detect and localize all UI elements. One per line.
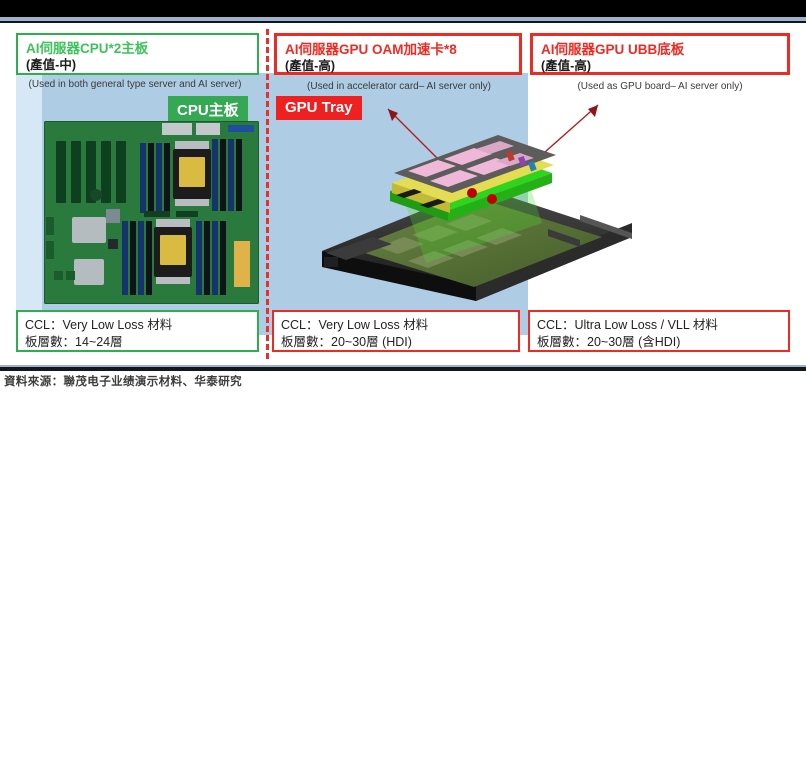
anchor-dot-left [467,188,477,198]
panels-area: AI伺服器CPU*2主板 (產值-中) (Used in both genera… [4,25,802,363]
column-3-caption: (Used as GPU board– AI server only) [577,81,743,92]
bottom-rule-accent-line [0,365,806,367]
column-2-ccl-layers: 板層數：20~30層 (HDI) [281,335,412,350]
column-3-title-line2: (產值-高) [541,59,591,74]
column-2-tag-gpu-tray: GPU Tray [276,96,362,120]
column-2-title-box: AI伺服器GPU OAM加速卡*8 (產值-高) [274,33,522,75]
column-2-title-line1: AI伺服器GPU OAM加速卡*8 [285,42,457,57]
figure-container: AI伺服器CPU*2主板 (產值-中) (Used in both genera… [0,0,806,388]
gpu-tray-image [280,87,660,305]
column-divider-dashed [266,29,269,359]
gpu-tray-illustration [322,104,632,301]
motherboard-image [44,121,259,304]
column-2-caption: (Used in accelerator card– AI server onl… [307,81,491,92]
column-1-title-box: AI伺服器CPU*2主板 (產值-中) [16,33,259,75]
column-1-title-line1: AI伺服器CPU*2主板 [26,41,149,56]
column-3-ccl-material: CCL：Ultra Low Loss / VLL 材料 [537,318,718,332]
column-1-title-line2: (產值-中) [26,58,76,73]
column-1-tag-cpu-mainboard: CPU主板 [168,96,248,124]
column-3-ccl-layers: 板層數：20~30層 (含HDI) [537,335,681,350]
column-3-title-box: AI伺服器GPU UBB底板 (產值-高) [530,33,790,75]
column-2-ccl-box: CCL：Very Low Loss 材料 板層數：20~30層 (HDI) [272,310,520,352]
column-3-title-line1: AI伺服器GPU UBB底板 [541,42,685,57]
column-1-caption: (Used in both general type server and AI… [28,79,242,90]
figure-bottom-rule [0,365,806,371]
left-panel-light-background [16,73,44,335]
column-3-ccl-box: CCL：Ultra Low Loss / VLL 材料 板層數：20~30層 (… [528,310,790,352]
column-1-ccl-box: CCL：Very Low Loss 材料 板層數：14~24層 [16,310,259,352]
column-2-title-line2: (產值-高) [285,59,335,74]
source-attribution: 資料來源：聯茂电子业绩演示材料、华泰研究 [4,374,242,388]
figure-top-rule [0,0,806,23]
column-2-ccl-material: CCL：Very Low Loss 材料 [281,318,429,332]
top-rule-accent-line [0,17,806,21]
column-1-ccl-material: CCL：Very Low Loss 材料 [25,318,173,332]
motherboard-illustration [44,121,259,304]
top-rule-dark-line [0,21,806,23]
anchor-dot-right [487,194,497,204]
column-1-ccl-layers: 板層數：14~24層 [25,335,123,350]
oam-accelerator-module [390,135,556,221]
server-chassis [322,187,632,301]
